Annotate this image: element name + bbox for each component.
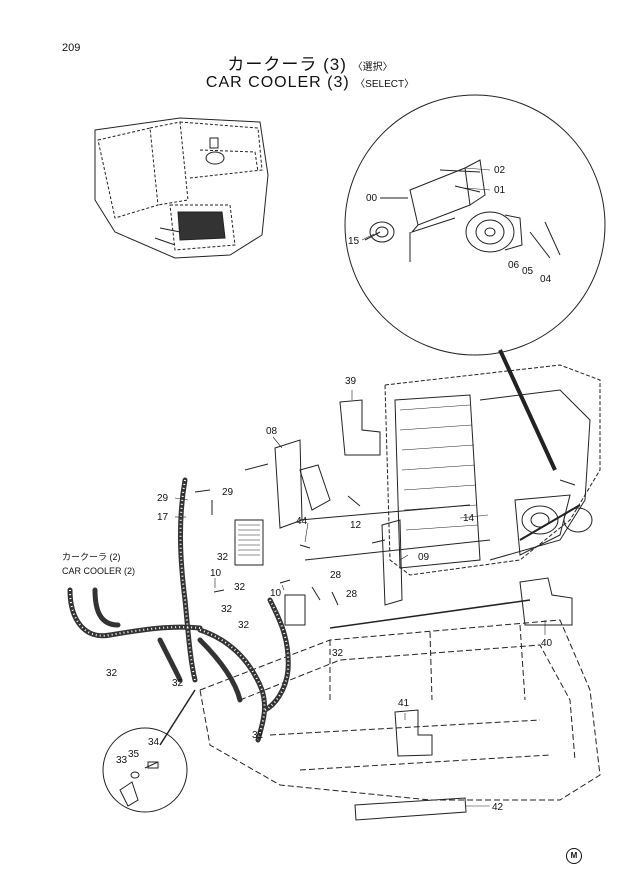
part-label-32g: 32 bbox=[172, 678, 184, 689]
cover-42 bbox=[354, 797, 467, 821]
connector-box bbox=[234, 519, 264, 566]
corner-mark: M bbox=[566, 848, 582, 864]
reference-car-cooler-2-en: CAR COOLER (2) bbox=[62, 566, 136, 576]
compressor-detail-circle bbox=[344, 94, 606, 356]
part-label-10: 10 bbox=[210, 568, 222, 579]
part-label-28: 28 bbox=[330, 570, 342, 581]
part-label-08: 08 bbox=[266, 426, 278, 437]
part-label-28b: 28 bbox=[346, 589, 358, 600]
title-japanese: カークーラ (3) 〈選択〉 bbox=[0, 50, 620, 75]
part-label-34: 34 bbox=[148, 737, 160, 748]
page-number: 209 bbox=[62, 42, 81, 54]
part-label-32-bottom: 32 bbox=[252, 730, 264, 741]
part-label-05: 05 bbox=[522, 266, 534, 277]
title-jp-text: カークーラ (3) bbox=[227, 55, 347, 74]
part-label-32f: 32 bbox=[106, 668, 118, 679]
part-label-10b: 10 bbox=[270, 588, 282, 599]
bracket-40 bbox=[519, 577, 573, 626]
part-label-35: 35 bbox=[128, 749, 140, 760]
bracket-09 bbox=[381, 519, 403, 606]
part-label-32c: 32 bbox=[221, 604, 233, 615]
part-label-42: 42 bbox=[492, 802, 504, 813]
part-label-00: 00 bbox=[366, 193, 378, 204]
part-label-44: 44 bbox=[296, 516, 308, 527]
part-label-39: 39 bbox=[345, 376, 357, 387]
part-label-29b: 29 bbox=[222, 487, 234, 498]
part-label-14: 14 bbox=[463, 513, 475, 524]
part-labels: 02 01 00 15 06 05 04 39 08 29 29 17 44 1… bbox=[106, 165, 553, 813]
part-label-04: 04 bbox=[540, 274, 552, 285]
machine-frame bbox=[199, 619, 601, 801]
bracket-39 bbox=[339, 399, 381, 456]
part-label-41: 41 bbox=[398, 698, 410, 709]
part-label-32: 32 bbox=[217, 552, 229, 563]
leader-lines bbox=[174, 167, 546, 807]
part-label-32b: 32 bbox=[234, 582, 246, 593]
part-label-12: 12 bbox=[350, 520, 362, 531]
title-en-text: CAR COOLER (3) bbox=[205, 74, 350, 91]
title-english: CAR COOLER (3) 〈SELECT〉 bbox=[0, 74, 620, 92]
title-en-select: 〈SELECT〉 bbox=[355, 79, 415, 90]
part-label-33: 33 bbox=[116, 755, 128, 766]
part-label-32d: 32 bbox=[238, 620, 250, 631]
part-label-09: 09 bbox=[418, 552, 430, 563]
bracket-08 bbox=[274, 439, 303, 529]
reference-car-cooler-2-jp: カークーラ (2) bbox=[62, 552, 121, 562]
part-label-17: 17 bbox=[157, 512, 169, 523]
part-label-15: 15 bbox=[348, 236, 360, 247]
clip-detail-circle bbox=[102, 727, 188, 813]
hose-harness bbox=[67, 477, 291, 743]
engine-assembly bbox=[384, 364, 601, 576]
excavator-overview-illustration bbox=[94, 117, 269, 259]
part-label-40: 40 bbox=[541, 638, 553, 649]
part-label-02: 02 bbox=[494, 165, 506, 176]
part-label-32e: 32 bbox=[332, 648, 344, 659]
part-label-06: 06 bbox=[508, 260, 520, 271]
bracket-41 bbox=[394, 709, 433, 757]
part-label-01: 01 bbox=[494, 185, 506, 196]
bolts bbox=[194, 463, 386, 606]
part-label-29: 29 bbox=[157, 493, 169, 504]
title-jp-select: 〈選択〉 bbox=[352, 62, 393, 73]
